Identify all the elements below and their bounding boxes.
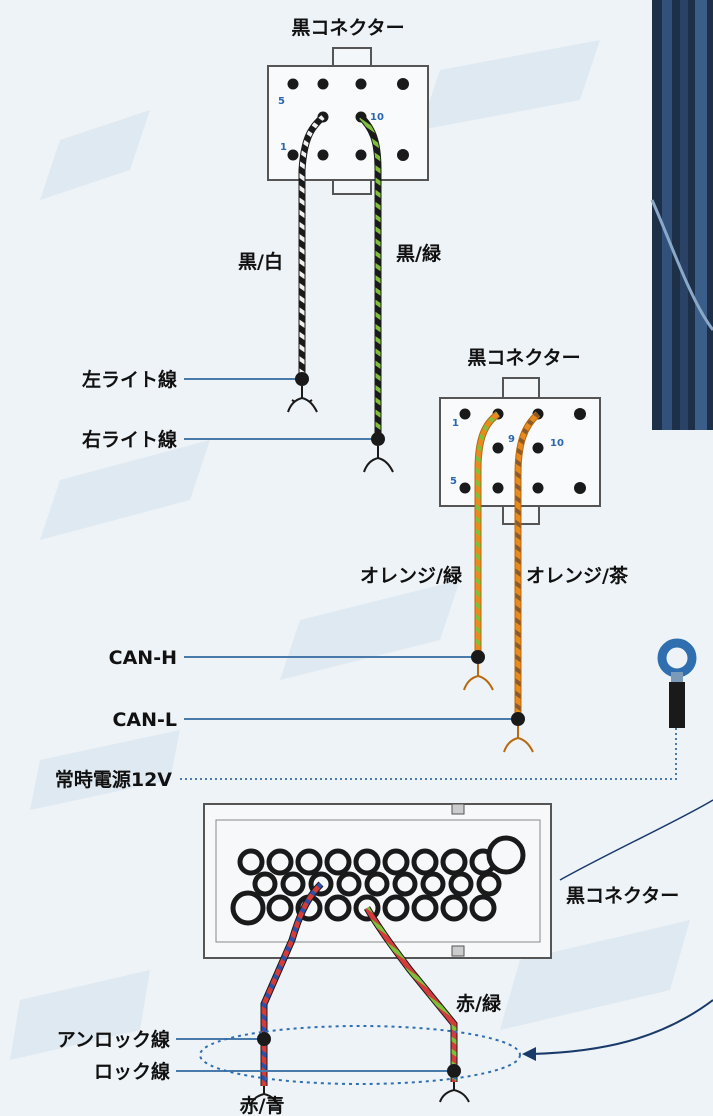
connector-curve-line [559,799,713,881]
power-12v-label: 常時電源12V [55,768,172,791]
black-white-wire-label: 黒/白 [238,250,283,273]
orange-brown-wire [514,411,541,718]
bottom-connector-label: 黒コネクター [566,885,679,907]
can-l-crimp [503,726,534,753]
unlock-splice [257,1032,271,1046]
ring-terminal-icon [657,638,697,728]
orange-green-wire [474,411,501,656]
top-connector-pin-10: 10 [370,112,384,123]
can-l-splice [511,712,525,726]
unlock-label: アンロック線 [57,1028,170,1051]
can-h-label: CAN-H [109,647,177,669]
middle-connector-pin-10: 10 [550,438,564,449]
can-l-label: CAN-L [112,709,177,731]
right-light-splice [371,432,385,446]
left-light-label: 左ライト線 [82,368,177,391]
can-h-crimp [463,664,494,691]
background-watermark [10,40,690,1060]
black-white-wire [298,114,326,378]
orange-green-wire-label: オレンジ/緑 [360,564,463,587]
middle-connector-pin-9: 9 [508,434,515,445]
red-blue-wire-label: 赤/青 [240,1095,285,1116]
middle-connector-pin-5: 5 [450,476,457,487]
orange-brown-wire-label: オレンジ/茶 [526,564,629,587]
black-green-wire-label: 黒/緑 [396,242,442,265]
middle-connector-pin-1: 1 [452,418,459,429]
red-green-wire-label: 赤/緑 [456,992,502,1015]
pointer-arrowhead [522,1047,536,1061]
top-connector-pin-1: 1 [280,142,287,153]
left-light-splice [295,372,309,386]
can-h-splice [471,650,485,664]
red-green-wire [363,906,458,1082]
lock-crimp [439,1082,470,1103]
middle-connector-label: 黒コネクター [467,347,580,369]
right-light-crimp [363,446,394,473]
black-green-wire [358,114,382,438]
bottom-connector [203,803,552,959]
harness-photo [650,0,713,430]
power-12v-leader [180,728,677,780]
top-connector-pin-5: 5 [278,96,285,107]
pointer-arrow [531,999,713,1055]
right-light-label: 右ライト線 [81,428,177,451]
unlock-crimp [249,1086,280,1107]
highlight-ellipse [199,1025,521,1085]
top-connector-label: 黒コネクター [291,17,404,39]
top-connector: 5 10 1 [267,47,429,195]
red-blue-wire [260,881,324,1086]
left-light-crimp [287,386,318,413]
lock-splice [447,1064,461,1078]
lock-label: ロック線 [94,1060,170,1083]
